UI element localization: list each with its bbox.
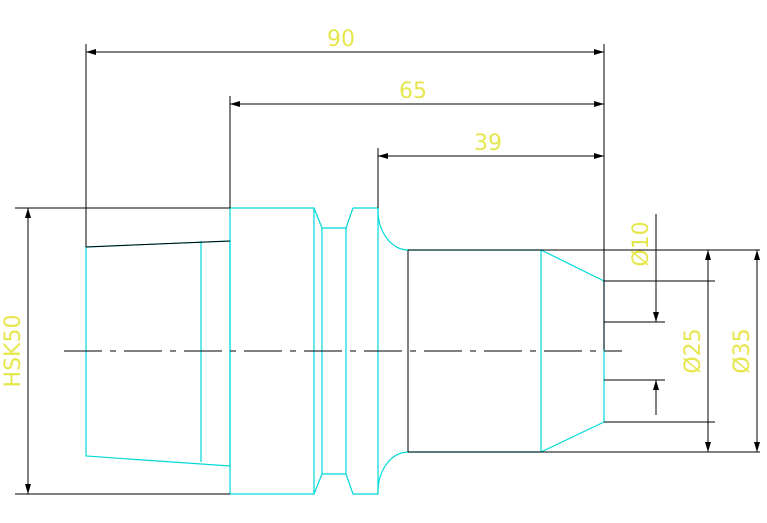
dim-label-d25: Ø25 (681, 328, 706, 373)
fillet-top (377, 207, 409, 251)
dimension-lines (15, 44, 760, 495)
dim-label-hsk50: HSK50 (1, 315, 26, 388)
groove-bottom (313, 473, 354, 495)
dim-label-65: 65 (399, 79, 427, 104)
dimension-labels: 90 65 39 HSK50 Ø10 Ø25 Ø35 (1, 27, 755, 387)
dim-label-90: 90 (327, 27, 355, 52)
dim-label-39: 39 (474, 131, 502, 156)
nose-bottom (540, 421, 605, 453)
hsk-taper (85, 240, 231, 467)
dim-label-d10: Ø10 (629, 221, 654, 266)
groove-top (313, 207, 354, 229)
part-outline (85, 207, 605, 495)
nose-top (540, 249, 605, 282)
fillet-bottom (377, 451, 409, 495)
dim-label-d35: Ø35 (730, 328, 755, 373)
